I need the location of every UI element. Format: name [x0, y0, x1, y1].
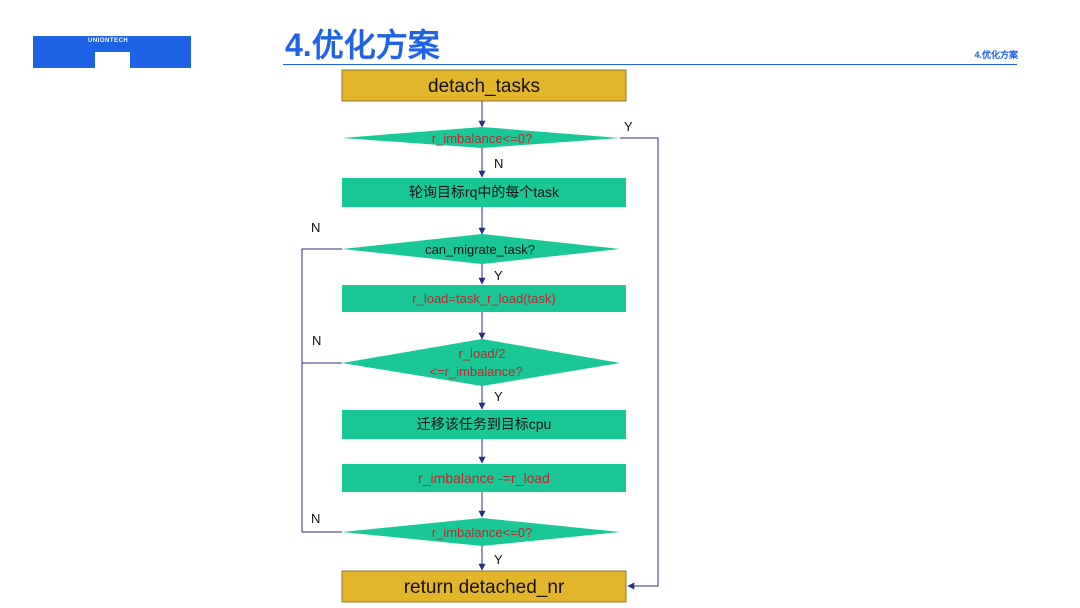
edge-no-loop-back: [301, 248, 342, 533]
process-poll-tasks: [342, 178, 626, 207]
label-d3-no: N: [312, 333, 321, 348]
process-migrate-task: [342, 410, 626, 439]
logo-text: UNIONTECH: [88, 38, 129, 44]
title-divider: [283, 64, 1017, 65]
label-d1-no: N: [494, 156, 503, 171]
label-d2-no: N: [311, 220, 320, 235]
logo-block-bridge: [95, 36, 130, 52]
logo-block-left: [33, 36, 95, 68]
process-migrate-task-label: 迁移该任务到目标cpu: [417, 416, 552, 432]
decision-imbalance-final: [342, 518, 620, 546]
decision-can-migrate: [342, 234, 620, 264]
process-subtract-load: [342, 464, 626, 492]
page-title: 4.优化方案: [285, 27, 440, 63]
decision-imbalance-final-label: r_imbalance<=0?: [432, 525, 532, 540]
decision-load-compare: [342, 339, 620, 386]
decision-can-migrate-label: can_migrate_task?: [425, 242, 535, 257]
decision-imbalance-check-label: r_imbalance<=0?: [432, 131, 532, 146]
process-poll-tasks-label: 轮询目标rq中的每个task: [409, 184, 560, 200]
process-subtract-load-label: r_imbalance -=r_load: [418, 470, 550, 486]
label-d4-yes: Y: [494, 552, 503, 567]
logo-block-right: [130, 36, 191, 68]
label-d4-no: N: [311, 511, 320, 526]
label-d1-yes: Y: [624, 119, 633, 134]
decision-load-compare-label-1: r_load/2: [459, 346, 506, 361]
process-compute-load-label: r_load=task_r_load(task): [412, 291, 555, 306]
start-terminal-label: detach_tasks: [428, 76, 540, 97]
uniontech-logo: UNIONTECH: [33, 36, 191, 68]
label-d3-yes: Y: [494, 389, 503, 404]
return-terminal-label: return detached_nr: [404, 577, 565, 598]
connectors: [301, 101, 659, 590]
decision-load-compare-label-2: <=r_imbalance?: [429, 364, 522, 379]
start-terminal: [341, 69, 627, 102]
return-terminal: [341, 570, 627, 603]
label-d2-yes: Y: [494, 268, 503, 283]
decision-imbalance-check: [342, 127, 620, 148]
edge-d1-yes-return: [620, 137, 659, 590]
process-compute-load: [342, 285, 626, 312]
section-note: 4.优化方案: [974, 50, 1018, 60]
